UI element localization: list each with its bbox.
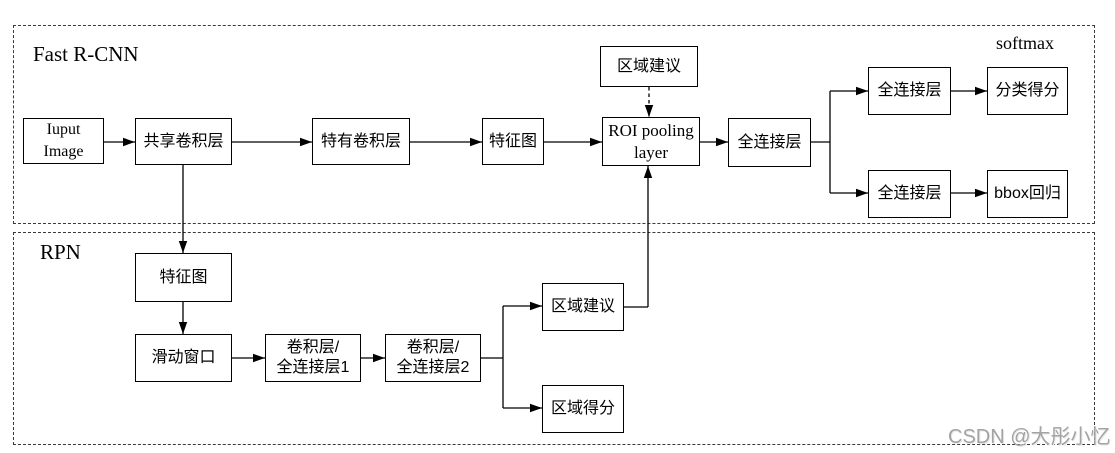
node-label: 特征图 bbox=[159, 268, 208, 286]
node-label: 区域建议 bbox=[616, 57, 681, 75]
node-bbox-regression: bbox回归 bbox=[987, 170, 1068, 218]
node-conv-fc-layer-2: 卷积层/ 全连接层2 bbox=[385, 334, 481, 382]
node-label-line: ROI pooling bbox=[608, 120, 694, 140]
rpn-region-box bbox=[13, 232, 1095, 445]
node-region-score: 区域得分 bbox=[542, 385, 624, 433]
node-label: 特征图 bbox=[488, 132, 537, 150]
node-label-line: layer bbox=[634, 142, 668, 162]
rpn-region-label: RPN bbox=[40, 240, 81, 264]
node-label: 滑动窗口 bbox=[151, 349, 216, 366]
node-label-line: 全连接层1 bbox=[276, 359, 350, 376]
node-label-line: Iuput bbox=[46, 121, 81, 138]
node-feature-map-fastrcnn: 特征图 bbox=[482, 118, 544, 165]
fast-rcnn-region-box bbox=[13, 25, 1095, 224]
node-label: 共享卷积层 bbox=[143, 132, 224, 150]
fast-rcnn-region-label: Fast R-CNN bbox=[33, 42, 139, 66]
node-unique-conv-layer: 特有卷积层 bbox=[312, 118, 410, 165]
node-label: bbox回归 bbox=[994, 185, 1061, 202]
node-region-proposal-input: 区域建议 bbox=[600, 46, 698, 87]
csdn-watermark: CSDN @大彤小忆 bbox=[948, 426, 1111, 448]
node-fc-layer-cls: 全连接层 bbox=[868, 67, 951, 115]
node-fc-layer-main: 全连接层 bbox=[728, 118, 811, 167]
node-label-line: 全连接层2 bbox=[396, 359, 470, 376]
softmax-annotation: softmax bbox=[996, 33, 1054, 53]
node-label: 分类得分 bbox=[995, 82, 1060, 99]
node-label: 全连接层 bbox=[877, 82, 942, 99]
node-shared-conv-layer: 共享卷积层 bbox=[135, 118, 232, 165]
node-label: 区域得分 bbox=[550, 400, 615, 417]
node-label-line: 卷积层/ bbox=[406, 339, 460, 356]
node-classification-score: 分类得分 bbox=[987, 67, 1068, 115]
node-fc-layer-bbox: 全连接层 bbox=[868, 170, 951, 218]
node-input-image: Iuput Image bbox=[23, 118, 104, 164]
node-roi-pooling-layer: ROI pooling layer bbox=[602, 117, 700, 166]
node-sliding-window: 滑动窗口 bbox=[135, 334, 232, 382]
node-label: 特有卷积层 bbox=[320, 132, 401, 150]
node-region-proposal-rpn: 区域建议 bbox=[542, 283, 624, 331]
node-label: 全连接层 bbox=[877, 185, 942, 202]
node-label: 全连接层 bbox=[737, 133, 802, 151]
node-feature-map-rpn: 特征图 bbox=[135, 253, 232, 302]
node-label: 区域建议 bbox=[550, 298, 615, 315]
node-conv-fc-layer-1: 卷积层/ 全连接层1 bbox=[265, 334, 361, 382]
node-label-line: Image bbox=[43, 143, 84, 160]
node-label-line: 卷积层/ bbox=[286, 339, 340, 356]
